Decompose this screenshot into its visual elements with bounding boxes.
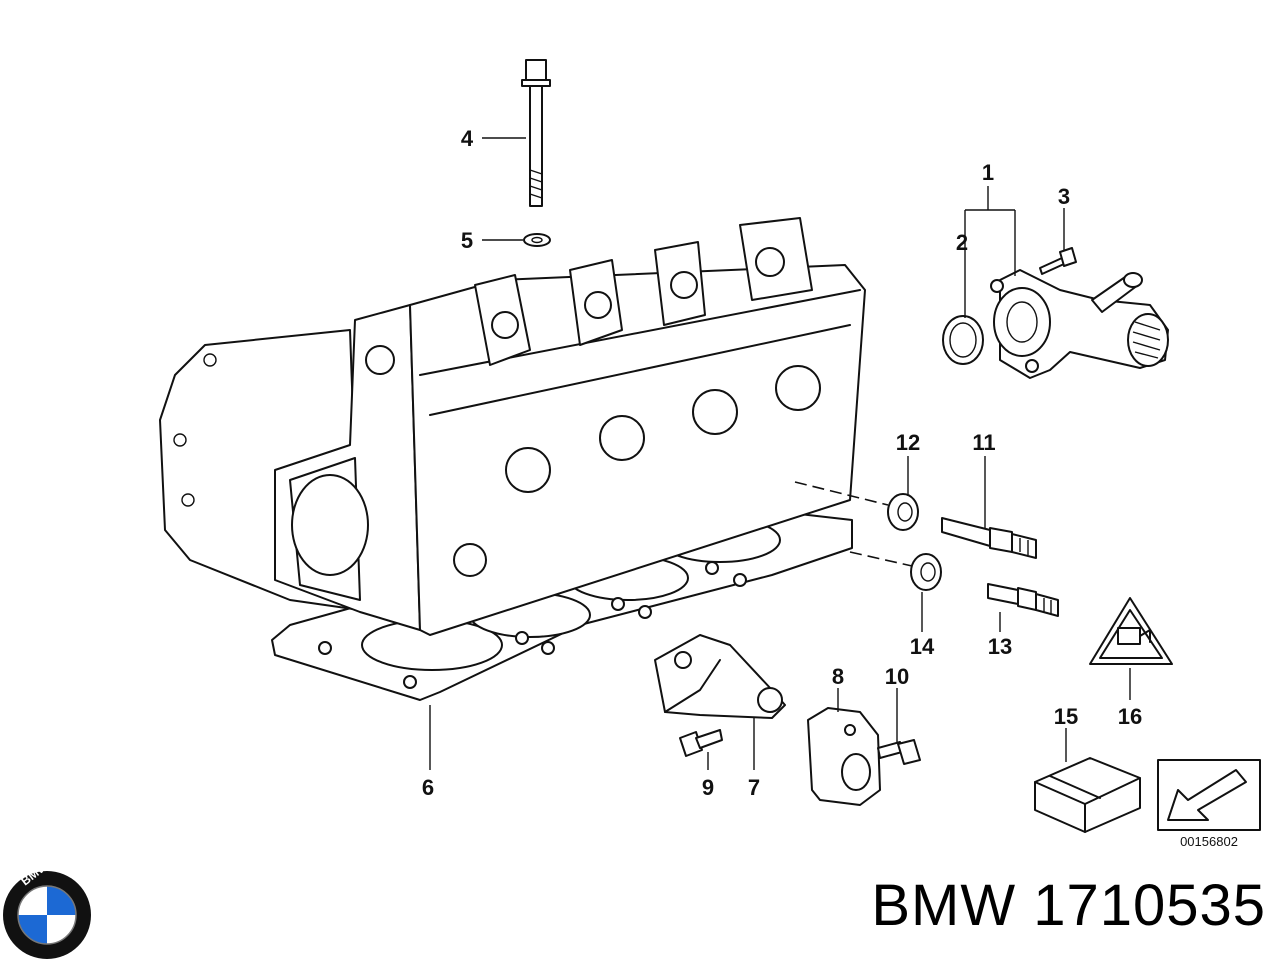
- callout-8: 8: [832, 664, 844, 689]
- callout-4: 4: [461, 126, 474, 151]
- callout-3: 3: [1058, 184, 1070, 209]
- callout-12: 12: [896, 430, 920, 455]
- callout-2: 2: [956, 230, 968, 255]
- part-number-caption: BMW 1710535: [871, 873, 1266, 938]
- callout-9: 9: [702, 775, 714, 800]
- seal-ring-upper: [887, 493, 919, 531]
- callout-16: 16: [1118, 704, 1142, 729]
- callout-15: 15: [1054, 704, 1078, 729]
- seal-ring-lower: [910, 553, 942, 591]
- callout-5: 5: [461, 228, 473, 253]
- callout-6: 6: [422, 775, 434, 800]
- callout-14: 14: [910, 634, 935, 659]
- engine-bracket: [654, 634, 786, 719]
- callout-labels: 1 2 3 4 5 6 7 8 9 10 11 12 13 14 15 16: [422, 126, 1142, 800]
- bmw-logo: BMW: [3, 858, 91, 959]
- callout-13: 13: [988, 634, 1012, 659]
- bracket-bolt: [679, 729, 723, 757]
- callout-11: 11: [972, 430, 995, 455]
- coolant-flange: [990, 269, 1169, 379]
- o-ring: [942, 315, 984, 365]
- temperature-sensor-lower: [987, 583, 1059, 617]
- cylinder-head: [159, 217, 866, 636]
- flange-bolt: [1039, 247, 1077, 275]
- washer: [523, 233, 551, 247]
- plate-bolt: [877, 739, 921, 765]
- callout-7: 7: [748, 775, 760, 800]
- leader-lines: [429, 137, 1131, 770]
- callout-1: 1: [982, 160, 994, 185]
- temperature-sensor-upper: [941, 517, 1037, 559]
- mounting-plate: [807, 707, 881, 806]
- sensor-symbol-triangle: [1089, 597, 1173, 665]
- callout-10: 10: [885, 664, 909, 689]
- reference-arrow-box: 00156802: [1157, 759, 1261, 849]
- parts-box-icon: [1034, 757, 1141, 833]
- drawing-number: 00156802: [1180, 834, 1238, 849]
- cylinder-head-bolt: [521, 59, 551, 207]
